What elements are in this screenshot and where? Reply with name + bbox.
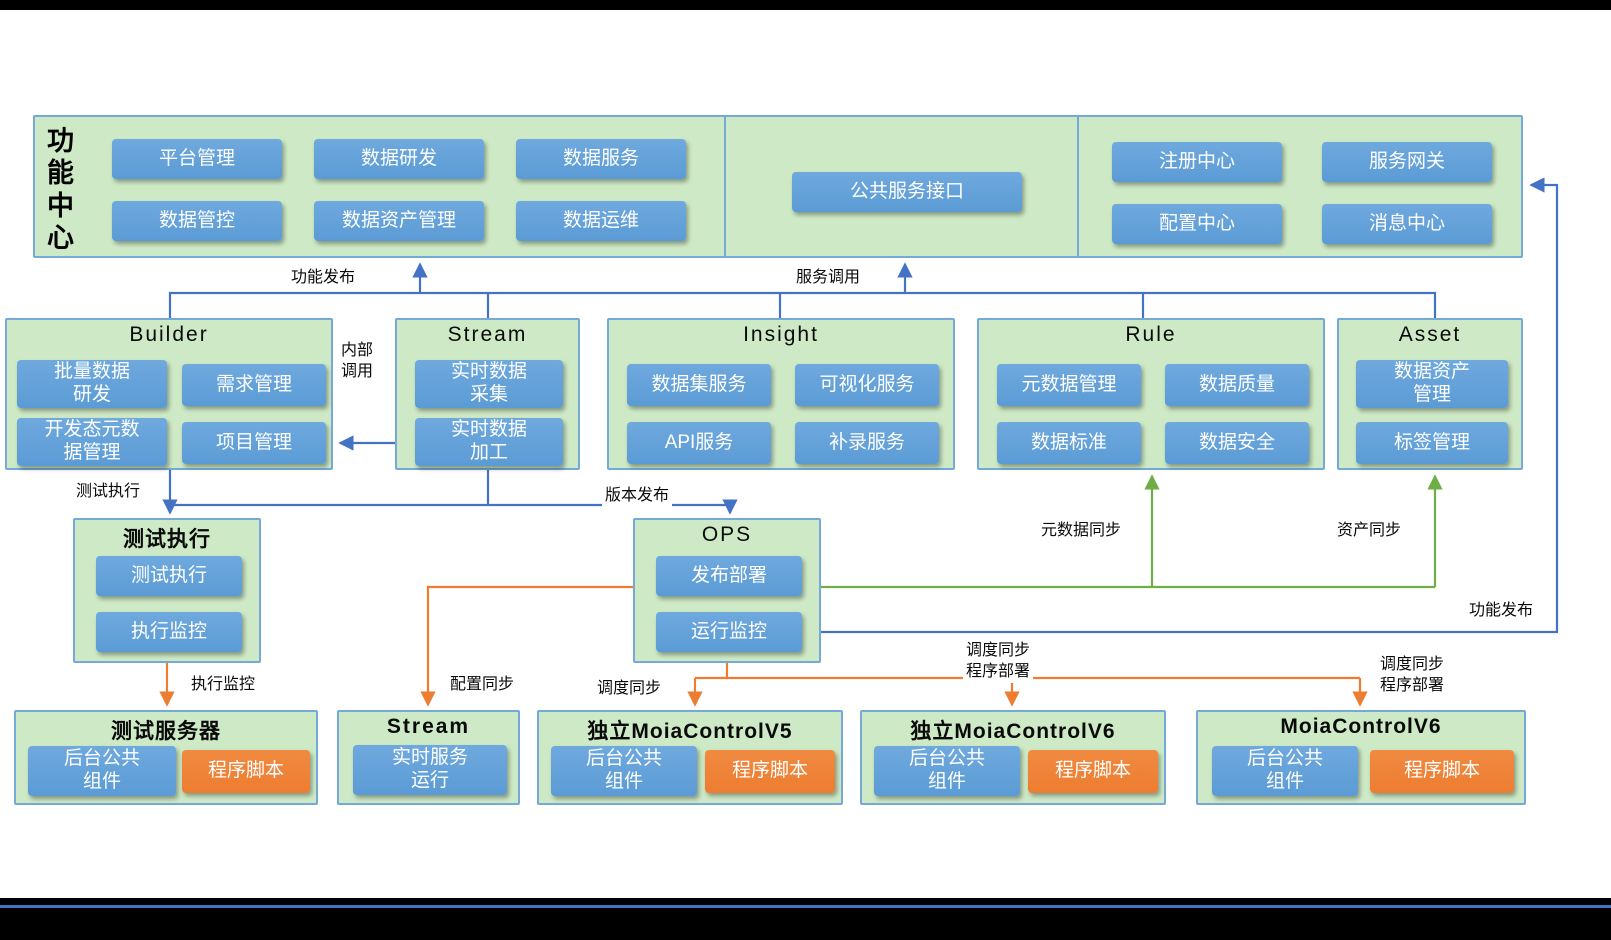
stream-title: Stream xyxy=(447,323,528,346)
label-function-publish-right: 功能发布 xyxy=(1466,601,1537,622)
stream-button-realtime-process: 实时数据 加工 xyxy=(415,418,563,466)
builder-title: Builder xyxy=(129,323,209,346)
top-letterbox-bar xyxy=(0,0,1611,10)
test-server-title: 测试服务器 xyxy=(111,720,221,743)
rule-button-metadata-mgmt: 元数据管理 xyxy=(997,364,1141,406)
asset-title: Asset xyxy=(1398,323,1462,346)
moia-v6-standalone-common-components: 后台公共 组件 xyxy=(874,746,1020,796)
panel-divider xyxy=(724,117,726,256)
function-center-panel: 功能中心 平台管理 数据研发 数据服务 数据管控 数据资产管理 数据运维 公共服… xyxy=(33,115,1523,258)
asset-panel: Asset 数据资产 管理 标签管理 xyxy=(1337,318,1523,470)
stream-button-realtime-collect: 实时数据 采集 xyxy=(415,360,563,408)
moia-v6-common-components: 后台公共 组件 xyxy=(1212,746,1358,796)
builder-button-batch-data-dev: 批量数据 研发 xyxy=(17,360,167,408)
moia-v5-panel: 独立MoiaControlV5 后台公共 组件 程序脚本 xyxy=(537,710,843,805)
fc-button-data-asset-mgmt: 数据资产管理 xyxy=(314,201,484,241)
label-schedule-sync-deploy-mid: 调度同步 程序部署 xyxy=(963,641,1034,683)
label-test-exec: 测试执行 xyxy=(73,482,144,503)
stream-server-panel: Stream 实时服务 运行 xyxy=(337,710,520,805)
fc-button-data-control: 数据管控 xyxy=(112,201,282,241)
test-server-common-components: 后台公共 组件 xyxy=(28,746,176,796)
insight-button-api-service: API服务 xyxy=(627,422,771,464)
label-asset-sync: 资产同步 xyxy=(1334,521,1405,542)
moia-v5-program-script: 程序脚本 xyxy=(705,750,835,793)
rule-panel: Rule 元数据管理 数据质量 数据标准 数据安全 xyxy=(977,318,1325,470)
fc-button-data-dev: 数据研发 xyxy=(314,139,484,179)
fc-button-data-service: 数据服务 xyxy=(516,139,686,179)
fc-button-public-service-api: 公共服务接口 xyxy=(792,172,1022,212)
moia-v6-title: MoiaControlV6 xyxy=(1280,715,1442,738)
stream-server-realtime-run: 实时服务 运行 xyxy=(353,745,507,795)
moia-v5-common-components: 后台公共 组件 xyxy=(551,746,697,796)
moia-v6-program-script: 程序脚本 xyxy=(1370,750,1514,793)
insight-button-backfill-service: 补录服务 xyxy=(795,422,939,464)
asset-button-tag-mgmt: 标签管理 xyxy=(1356,422,1508,464)
insight-title: Insight xyxy=(743,323,819,346)
builder-button-dev-metadata-mgmt: 开发态元数 据管理 xyxy=(17,418,167,466)
builder-button-requirement-mgmt: 需求管理 xyxy=(182,364,326,406)
label-metadata-sync: 元数据同步 xyxy=(1038,521,1125,542)
stream-panel: Stream 实时数据 采集 实时数据 加工 xyxy=(395,318,580,470)
label-internal-call: 内部 调用 xyxy=(338,341,377,383)
label-version-publish: 版本发布 xyxy=(602,486,673,507)
rule-button-data-security: 数据安全 xyxy=(1165,422,1309,464)
test-exec-title: 测试执行 xyxy=(123,528,211,551)
rule-button-data-standard: 数据标准 xyxy=(997,422,1141,464)
test-exec-panel: 测试执行 测试执行 执行监控 xyxy=(73,518,261,663)
test-exec-button-monitor: 执行监控 xyxy=(96,612,242,652)
stream-server-title: Stream xyxy=(386,715,471,738)
bottom-blue-line xyxy=(0,905,1611,908)
label-schedule-sync-deploy-right: 调度同步 程序部署 xyxy=(1377,655,1448,697)
fc-button-registry-center: 注册中心 xyxy=(1112,142,1282,182)
ops-title: OPS xyxy=(701,523,753,546)
insight-panel: Insight 数据集服务 可视化服务 API服务 补录服务 xyxy=(607,318,955,470)
rule-title: Rule xyxy=(1125,323,1177,346)
moia-v6-standalone-panel: 独立MoiaControlV6 后台公共 组件 程序脚本 xyxy=(860,710,1166,805)
builder-panel: Builder 批量数据 研发 需求管理 开发态元数 据管理 项目管理 xyxy=(5,318,333,470)
label-function-publish-top: 功能发布 xyxy=(288,268,359,289)
label-exec-monitor: 执行监控 xyxy=(188,675,259,696)
fc-button-service-gateway: 服务网关 xyxy=(1322,142,1492,182)
test-exec-button-run: 测试执行 xyxy=(96,556,242,596)
fc-button-config-center: 配置中心 xyxy=(1112,204,1282,244)
label-schedule-sync: 调度同步 xyxy=(594,679,665,700)
test-server-program-script: 程序脚本 xyxy=(182,750,310,793)
moia-v6-panel: MoiaControlV6 后台公共 组件 程序脚本 xyxy=(1196,710,1526,805)
asset-button-data-asset-mgmt: 数据资产 管理 xyxy=(1356,360,1508,408)
ops-panel: OPS 发布部署 运行监控 xyxy=(633,518,821,663)
fc-button-platform-mgmt: 平台管理 xyxy=(112,139,282,179)
insight-button-dataset-service: 数据集服务 xyxy=(627,364,771,406)
builder-button-project-mgmt: 项目管理 xyxy=(182,422,326,464)
fc-button-message-center: 消息中心 xyxy=(1322,204,1492,244)
panel-divider xyxy=(1077,117,1079,256)
label-service-call: 服务调用 xyxy=(793,268,864,289)
label-config-sync: 配置同步 xyxy=(447,675,518,696)
green-arrows xyxy=(821,474,1443,589)
insight-button-visualization-service: 可视化服务 xyxy=(795,364,939,406)
test-server-panel: 测试服务器 后台公共 组件 程序脚本 xyxy=(14,710,318,805)
ops-button-deploy: 发布部署 xyxy=(656,556,802,596)
moia-v6-standalone-program-script: 程序脚本 xyxy=(1028,750,1158,793)
rule-button-data-quality: 数据质量 xyxy=(1165,364,1309,406)
moia-v5-title: 独立MoiaControlV5 xyxy=(587,720,793,743)
moia-v6-standalone-title: 独立MoiaControlV6 xyxy=(910,720,1116,743)
function-center-title: 功能中心 xyxy=(47,126,74,254)
ops-button-runtime-monitor: 运行监控 xyxy=(656,612,802,652)
fc-button-data-ops: 数据运维 xyxy=(516,201,686,241)
